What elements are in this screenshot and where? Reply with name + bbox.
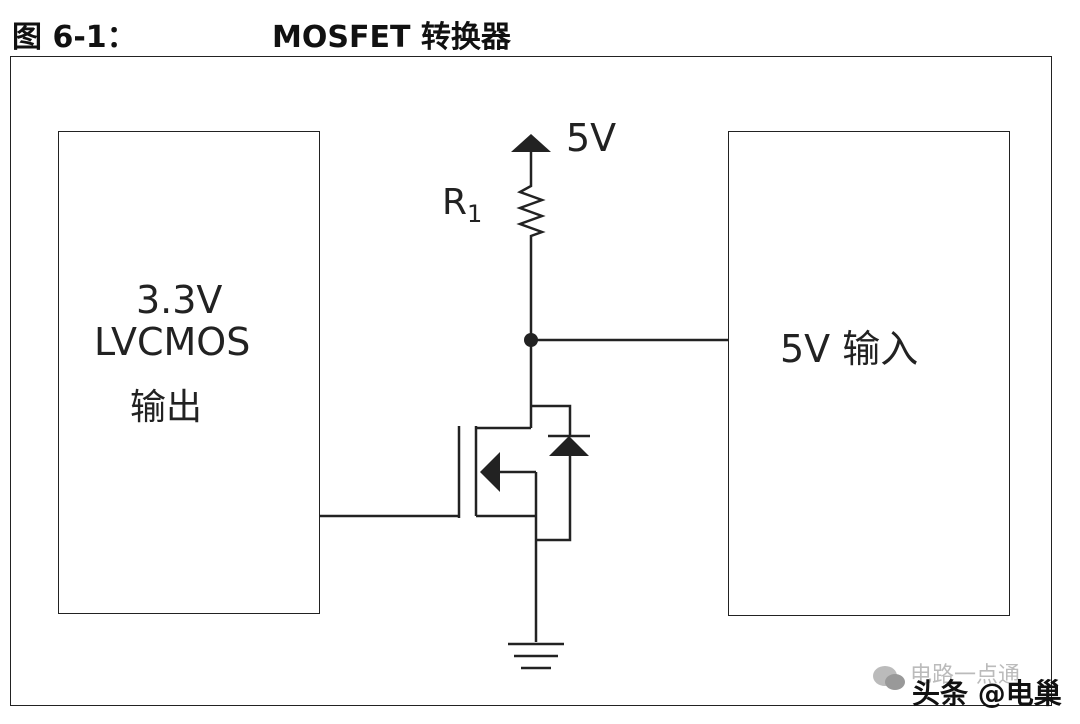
right-block-label: 5V 输入 (780, 327, 919, 371)
watermark-line-2: 头条 @电巢 (912, 677, 1062, 710)
mosfet-body-arrow-icon (480, 452, 500, 492)
left-block-voltage: 3.3V (136, 278, 223, 322)
resistor-r1 (516, 180, 546, 242)
diode-lower-wire (536, 456, 572, 542)
resistor-label-subscript: 1 (467, 200, 483, 229)
left-block-logic-family: LVCMOS (94, 320, 251, 364)
resistor-label-letter: R (442, 182, 468, 223)
left-block-function: 输出 (130, 387, 203, 428)
figure-title: MOSFET 转换器 (272, 20, 511, 55)
wechat-icon (873, 666, 905, 690)
supply-arrow-icon (511, 134, 551, 152)
lvcmos-output-block (58, 131, 320, 614)
resistor-label: R1 (442, 182, 482, 228)
diagram-frame (10, 56, 1052, 706)
diode-body-icon (549, 436, 589, 456)
diode-upper-wire (531, 404, 572, 436)
supply-voltage-label: 5V (566, 116, 617, 160)
figure-label: 图 6-1： (12, 20, 137, 55)
5v-input-block (728, 131, 1010, 616)
watermark-line-1: 电路一点通 (910, 663, 1021, 688)
